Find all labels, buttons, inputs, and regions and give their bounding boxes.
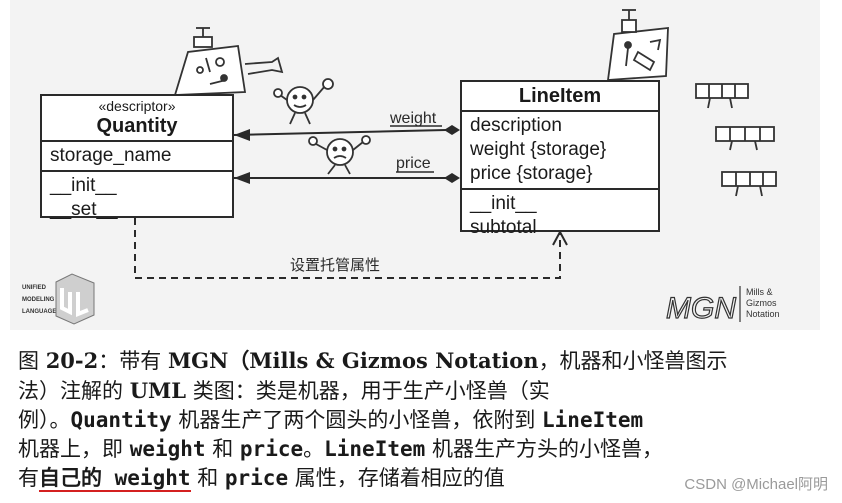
class-name: LineItem	[518, 85, 602, 107]
weight-role-label: weight	[389, 110, 437, 127]
square-monster-sketch	[721, 171, 777, 197]
square-monster-sketch	[715, 126, 775, 151]
attribute: storage_name	[50, 145, 172, 166]
attribute: price {storage}	[470, 163, 593, 184]
quantity-methods: __init__ __set__	[42, 172, 232, 224]
method: __set__	[50, 199, 118, 220]
svg-text:Gizmos: Gizmos	[746, 298, 777, 308]
figure-caption: 图 20-2：带有 MGN（Mills & Gizmos Notation，机器…	[18, 346, 828, 493]
svg-text:MODELING: MODELING	[22, 297, 55, 303]
uml-logo: UNIFIED MODELING LANGUAGE	[22, 273, 95, 325]
stereotype-label: «descriptor»	[98, 98, 176, 114]
uml-diagram: weight price 设置托管属性	[10, 0, 820, 330]
underlined-phrase: 自己的 weight	[39, 466, 191, 492]
lineitem-attributes: description weight {storage} price {stor…	[462, 112, 658, 190]
square-monster-sketch	[695, 83, 749, 109]
lineitem-methods: __init__ subtotal	[462, 190, 658, 242]
attribute: description	[470, 115, 562, 136]
caption-line: 机器上，即 weight 和 price。LineItem 机器生产方头的小怪兽…	[18, 437, 663, 461]
round-monster-sketch	[308, 135, 371, 175]
svg-text:LANGUAGE: LANGUAGE	[22, 309, 56, 315]
quantity-class-box: «descriptor» Quantity storage_name __ini…	[40, 94, 234, 220]
price-association: price	[234, 155, 460, 184]
svg-text:MGN: MGN	[666, 292, 736, 325]
caption-line: 图 20-2：带有 MGN（Mills & Gizmos Notation，机器…	[18, 348, 728, 373]
caption-line: 有自己的 weight 和 price 属性，存储着相应的值	[18, 466, 505, 492]
method: __init__	[50, 175, 117, 196]
attribute: weight {storage}	[470, 139, 607, 160]
svg-text:Mills &: Mills &	[746, 287, 773, 297]
price-role-label: price	[396, 155, 431, 172]
watermark: CSDN @Michael阿明	[684, 476, 828, 493]
diagram-drawing: weight price 设置托管属性	[22, 9, 780, 326]
method: __init__	[470, 193, 537, 214]
svg-text:Notation: Notation	[746, 309, 780, 319]
round-monster-sketch	[273, 78, 334, 125]
dependency-label: 设置托管属性	[290, 257, 380, 274]
caption-line: 例）。Quantity 机器生产了两个圆头的小怪兽，依附到 LineItem	[18, 408, 644, 432]
mgn-logo: MGN Mills & Gizmos Notation	[665, 286, 780, 326]
lineitem-name-compartment: LineItem	[462, 82, 658, 112]
method: subtotal	[470, 217, 537, 238]
lineitem-class-box: LineItem description weight {storage} pr…	[460, 80, 660, 238]
svg-text:UNIFIED: UNIFIED	[22, 285, 47, 291]
quantity-machine-sketch	[173, 27, 284, 96]
quantity-attributes: storage_name	[42, 142, 232, 172]
weight-association: weight	[233, 110, 460, 141]
caption-line: 法）注解的 UML 类图：类是机器，用于生产小怪兽（实	[18, 378, 550, 403]
lineitem-machine-sketch	[606, 9, 669, 81]
quantity-name-compartment: «descriptor» Quantity	[42, 96, 232, 142]
dependency-arrow: 设置托管属性	[134, 218, 568, 279]
class-name: Quantity	[96, 115, 178, 137]
